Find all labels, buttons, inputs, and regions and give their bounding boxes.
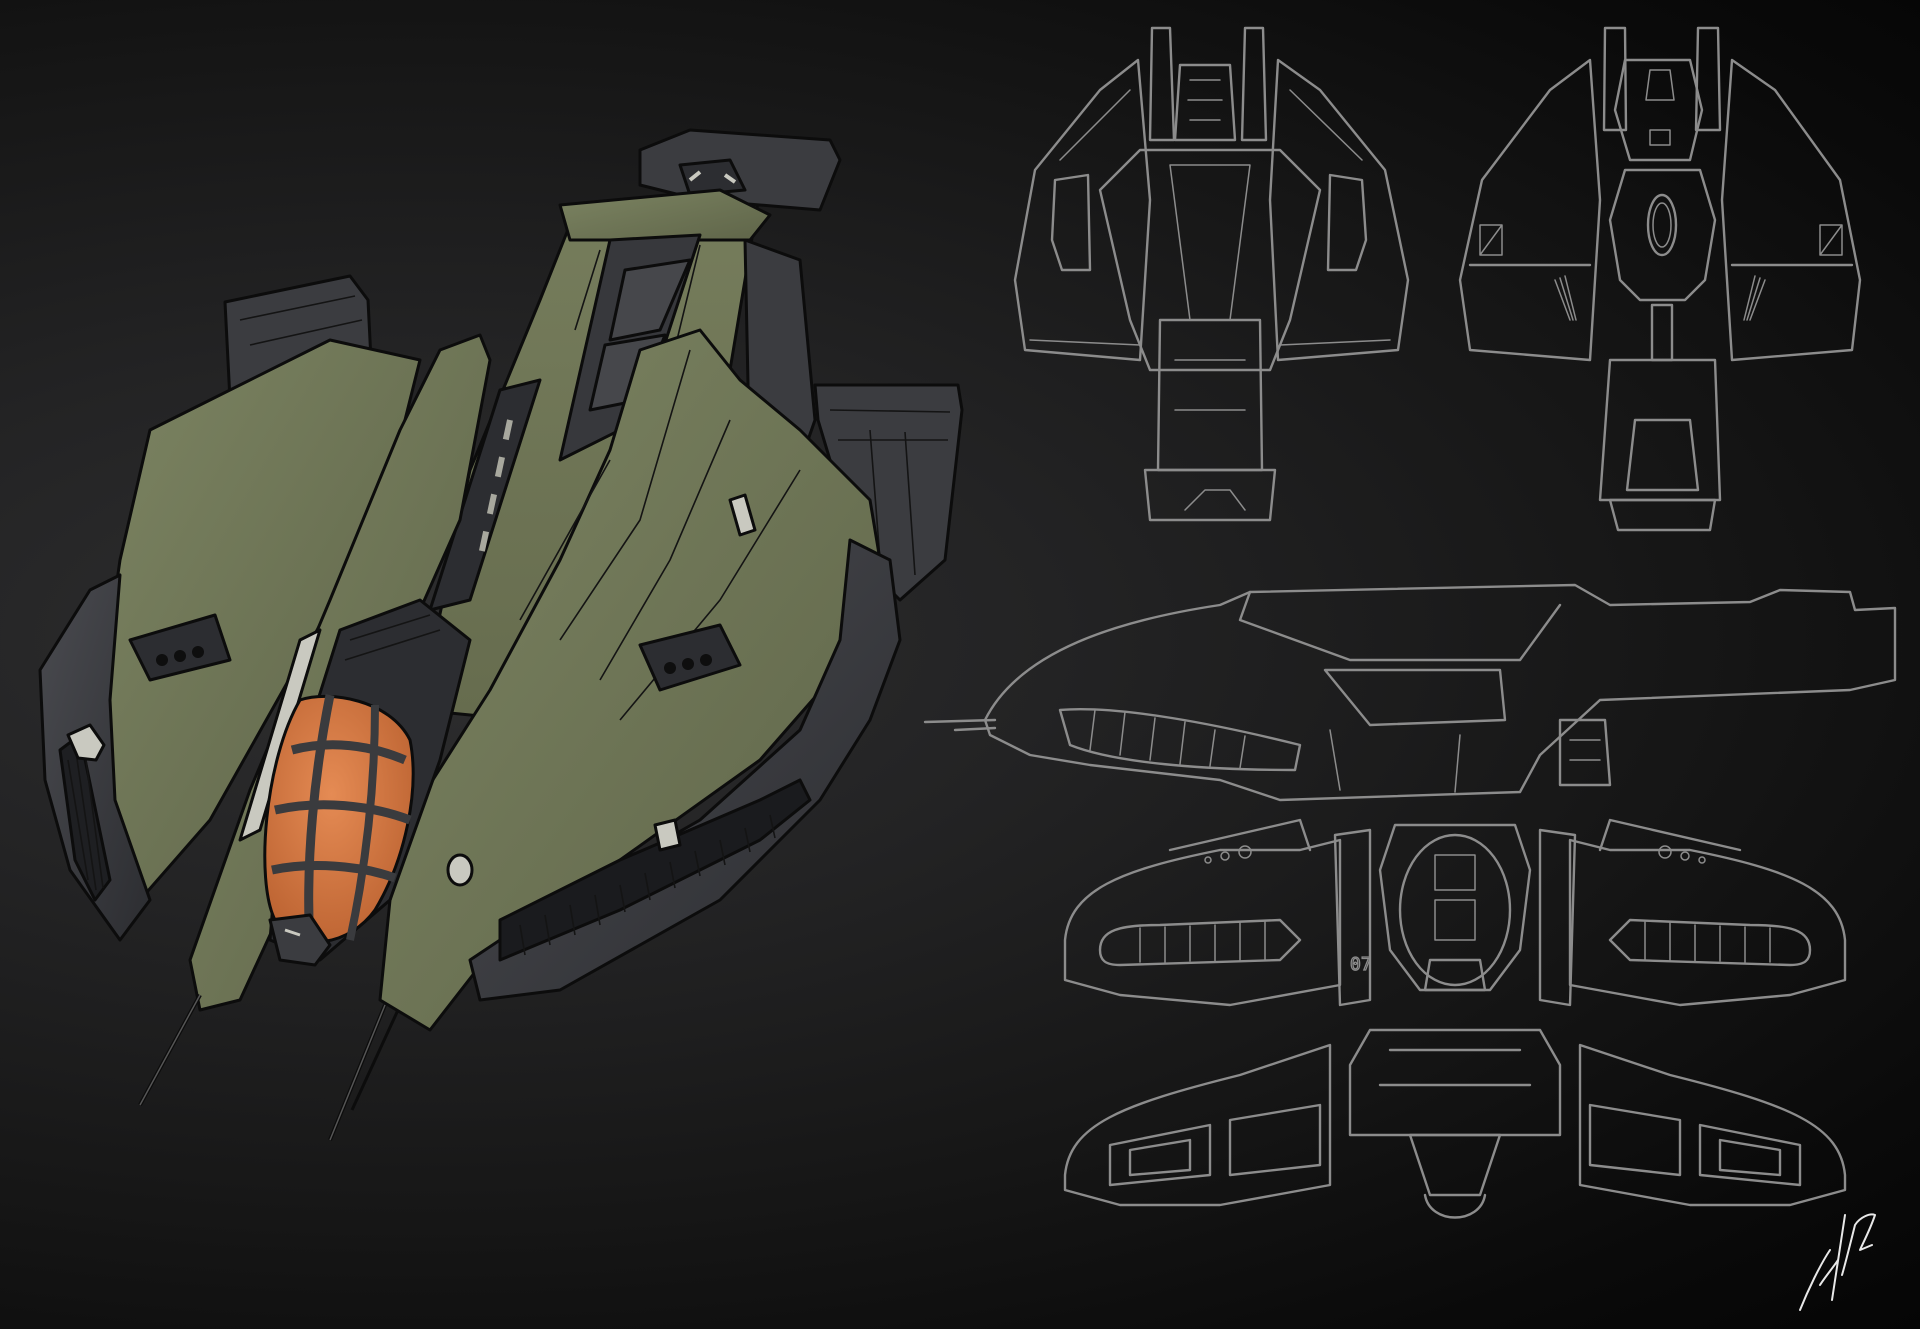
top-view <box>990 20 1440 580</box>
perspective-view <box>38 128 964 1141</box>
rear-view <box>1040 1025 1870 1245</box>
hull-marking-07: 07 <box>1350 954 1372 975</box>
antennas <box>138 994 400 1141</box>
front-view: 07 <box>1040 810 1870 1030</box>
cockpit-canopy <box>263 694 415 946</box>
side-view <box>920 570 1920 810</box>
perspective-ship <box>38 128 964 1141</box>
bottom-view <box>1440 20 1890 580</box>
artist-signature <box>1790 1205 1910 1320</box>
